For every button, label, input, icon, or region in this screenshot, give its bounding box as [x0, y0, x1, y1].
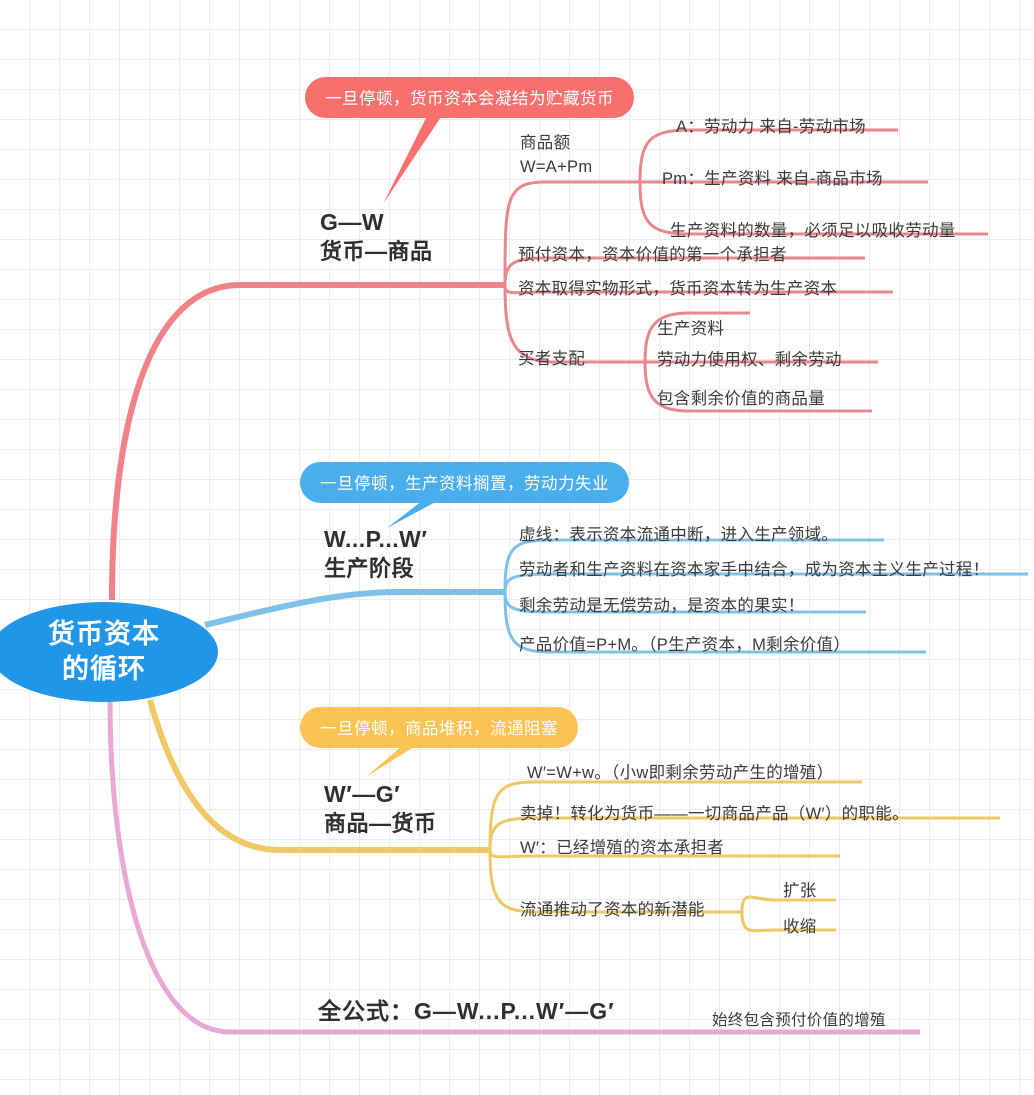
leaf-sell-convert-money[interactable]: 卖掉！转化为货币——一切商品产品（W′）的职能。: [520, 805, 909, 823]
leaf-label-commodity-amount-line2: W=A+Pm: [520, 157, 593, 176]
leaf-contraction[interactable]: 收缩: [783, 918, 817, 936]
leaf-circulation-potential[interactable]: 流通推动了资本的新潜能: [520, 901, 705, 919]
callout-g-w[interactable]: 一旦停顿，货币资本会凝结为贮藏货币: [305, 77, 634, 118]
branch-title-full-formula[interactable]: 全公式：G—W...P...W′—G′: [318, 998, 615, 1024]
leaf-means-quantity[interactable]: 生产资料的数量，必须足以吸收劳动量: [670, 222, 956, 240]
leaf-pm-means[interactable]: Pm：生产资料 来自-商品市场: [662, 170, 883, 188]
leaf-w-prime-equation[interactable]: W′=W+w。（小w即剩余劳动产生的增殖）: [527, 764, 834, 782]
branch-title-w-p-w[interactable]: W...P...W′ 生产阶段: [324, 524, 427, 583]
leaf-w-prime-bearer[interactable]: W′：已经增殖的资本承担者: [520, 839, 725, 857]
branch-title-w-p-w-line2: 生产阶段: [324, 556, 415, 582]
branch-title-w-p-w-line1: W...P...W′: [324, 526, 428, 552]
leaf-advanced-capital[interactable]: 预付资本，资本价值的第一个承担者: [518, 246, 787, 264]
center-node[interactable]: 货币资本 的循环: [0, 602, 218, 702]
leaf-dotted-line[interactable]: 虚线：表示资本流通中断，进入生产领域。: [519, 526, 839, 544]
center-node-line2: 的循环: [62, 654, 146, 684]
center-node-label: 货币资本 的循环: [48, 617, 160, 686]
branch-title-w-g-line2: 商品—货币: [324, 811, 437, 837]
leaf-capital-physical-form[interactable]: 资本取得实物形式，货币资本转为生产资本: [518, 280, 838, 298]
callout-w-p-w-text: 一旦停顿，生产资料搁置，劳动力失业: [320, 475, 609, 493]
leaf-a-labor[interactable]: A：劳动力 来自-劳动市场: [676, 118, 866, 136]
callout-w-g[interactable]: 一旦停顿，商品堆积，流通阻塞: [300, 707, 578, 748]
branch-title-g-w-line1: G—W: [320, 209, 385, 235]
leaf-surplus-labor-free[interactable]: 剩余劳动是无偿劳动，是资本的果实！: [519, 597, 805, 615]
leaf-expansion[interactable]: 扩张: [783, 882, 817, 900]
leaf-label-commodity-amount[interactable]: 商品额 W=A+Pm: [520, 132, 592, 180]
callout-w-g-text: 一旦停顿，商品堆积，流通阻塞: [320, 720, 558, 738]
branch-title-g-w-line2: 货币—商品: [320, 239, 433, 265]
leaf-worker-means-combine[interactable]: 劳动者和生产资料在资本家手中结合，成为资本主义生产过程！: [519, 561, 990, 579]
callout-w-p-w[interactable]: 一旦停顿，生产资料搁置，劳动力失业: [300, 462, 629, 503]
callout-w-p-w-tail: [387, 494, 443, 528]
branch-title-w-g[interactable]: W′—G′ 商品—货币: [324, 779, 437, 838]
branch-title-g-w[interactable]: G—W 货币—商品: [320, 207, 433, 266]
callout-g-w-tail: [383, 108, 443, 204]
callout-w-g-tail: [366, 739, 420, 777]
leaf-label-commodity-amount-line1: 商品额: [520, 134, 571, 152]
leaf-product-value[interactable]: 产品价值=P+M。（P生产资本，M剩余价值）: [519, 636, 851, 654]
leaf-surplus-value-commodity[interactable]: 包含剩余价值的商品量: [657, 390, 825, 408]
leaf-means-of-production[interactable]: 生产资料: [657, 320, 725, 338]
callout-g-w-text: 一旦停顿，货币资本会凝结为贮藏货币: [325, 90, 614, 108]
branch-title-w-g-line1: W′—G′: [324, 781, 401, 807]
leaf-labor-usage-right[interactable]: 劳动力使用权、剩余劳动: [657, 351, 842, 369]
leaf-buyer-control[interactable]: 买者支配: [518, 350, 586, 368]
center-node-line1: 货币资本: [48, 619, 160, 650]
leaf-always-contains-increment[interactable]: 始终包含预付价值的增殖: [712, 1012, 886, 1029]
